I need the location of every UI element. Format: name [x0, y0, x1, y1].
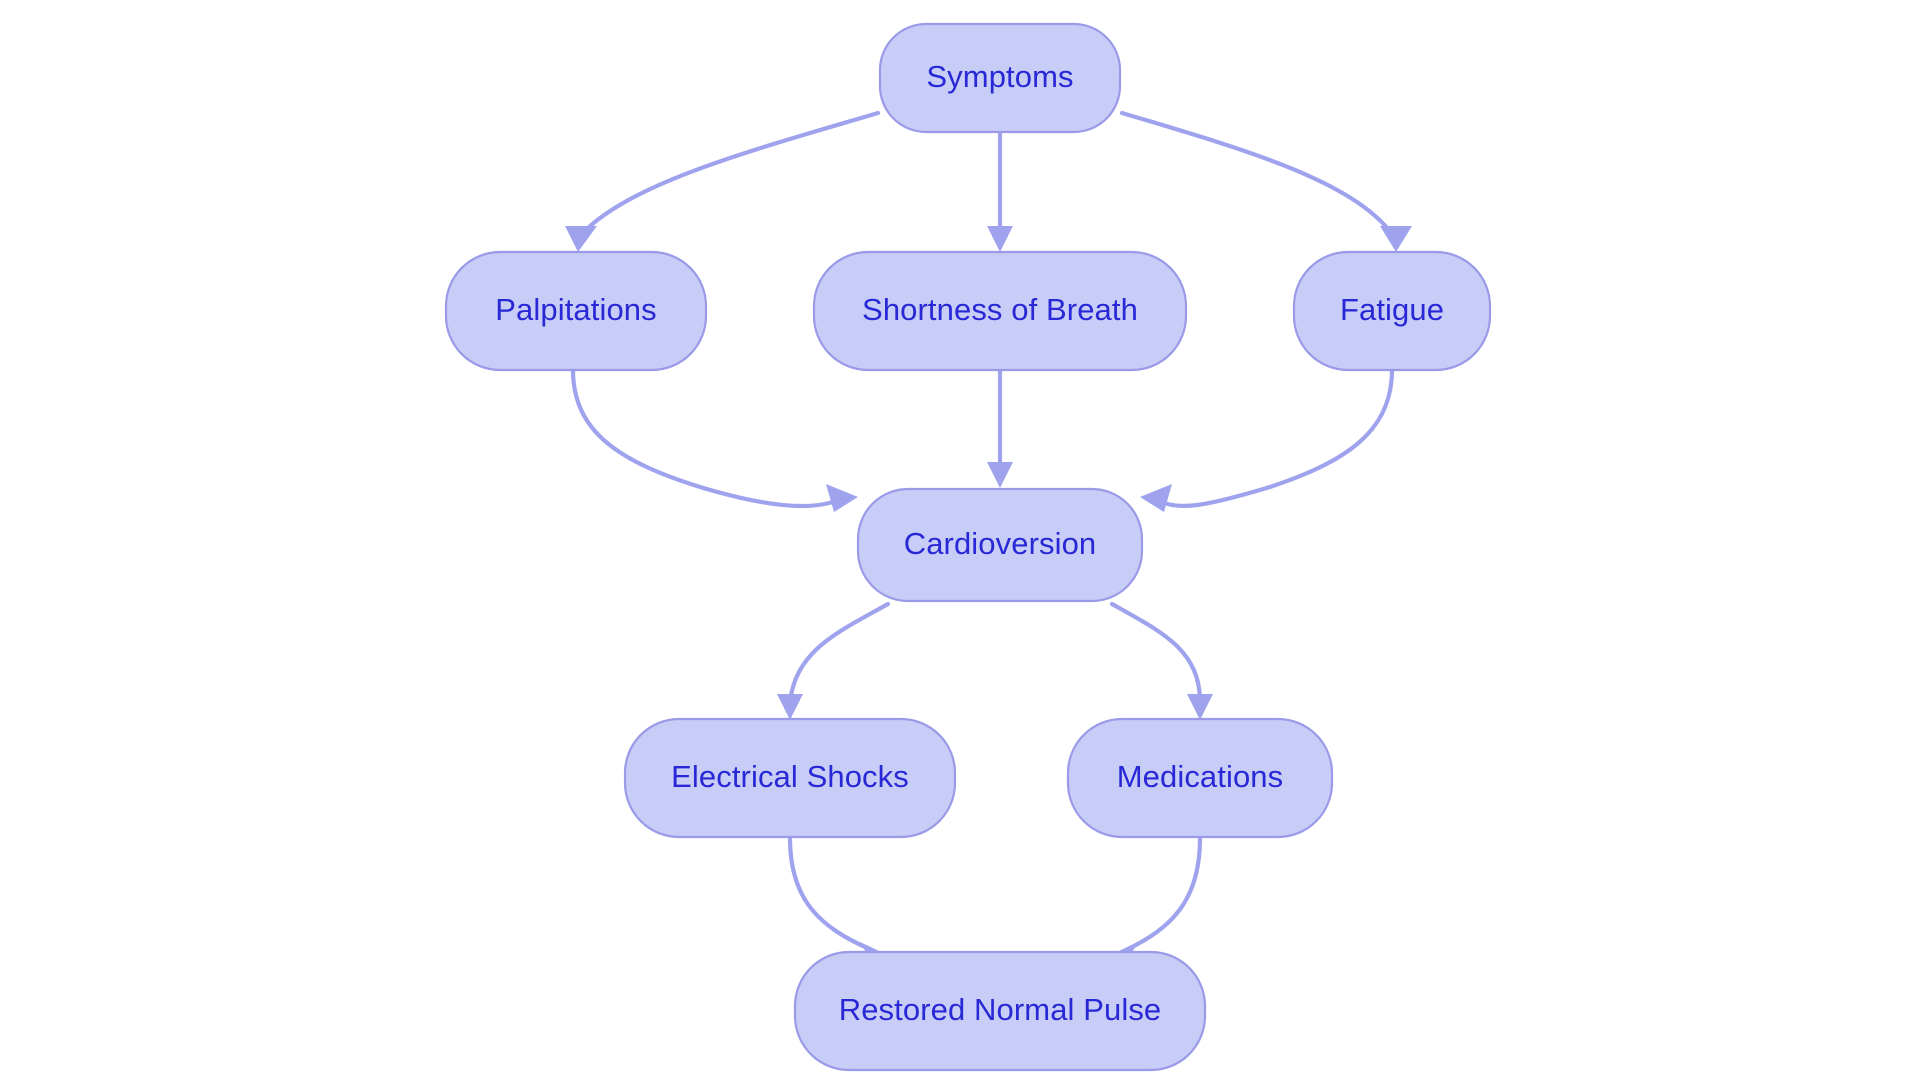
node-electrical-shocks[interactable]: Electrical Shocks — [623, 717, 957, 839]
edge-cardioversion-medications[interactable] — [1109, 601, 1213, 720]
node-fatigue[interactable]: Fatigue — [1292, 250, 1492, 372]
node-shortness-of-breath[interactable]: Shortness of Breath — [812, 250, 1188, 372]
arrowhead-icon — [987, 226, 1013, 252]
edge-path — [1109, 601, 1203, 705]
edge-shortness-cardioversion[interactable] — [987, 367, 1013, 488]
edge-medications-restored[interactable] — [1106, 835, 1203, 970]
node-shape — [856, 487, 1144, 603]
edge-path — [787, 835, 875, 953]
arrowhead-icon — [1380, 226, 1412, 252]
edge-symptoms-shortness[interactable] — [987, 129, 1013, 252]
edge-path — [1155, 367, 1395, 509]
node-shape — [793, 950, 1207, 1072]
edge-symptoms-fatigue[interactable] — [1119, 110, 1412, 252]
node-shape — [1292, 250, 1492, 372]
edge-path — [570, 367, 841, 509]
edge-path — [1123, 835, 1203, 953]
node-shape — [878, 22, 1122, 134]
arrowhead-icon — [826, 484, 858, 512]
edge-path — [1119, 110, 1395, 237]
edge-path — [579, 110, 881, 237]
node-shape — [812, 250, 1188, 372]
edge-fatigue-cardioversion[interactable] — [1140, 367, 1395, 512]
node-medications[interactable]: Medications — [1066, 717, 1334, 839]
edge-cardioversion-shocks[interactable] — [777, 601, 891, 720]
arrowhead-icon — [565, 226, 597, 252]
node-symptoms[interactable]: Symptoms — [878, 22, 1122, 134]
edge-palpitations-cardioversion[interactable] — [570, 367, 858, 512]
node-shape — [623, 717, 957, 839]
node-restored-normal-pulse[interactable]: Restored Normal Pulse — [793, 950, 1207, 1072]
arrowhead-icon — [987, 462, 1013, 488]
node-shape — [1066, 717, 1334, 839]
arrowhead-icon — [777, 694, 803, 720]
node-layer: Symptoms Palpitations Shortness of Breat… — [444, 22, 1492, 1072]
arrowhead-icon — [1140, 484, 1172, 512]
node-shape — [444, 250, 708, 372]
node-palpitations[interactable]: Palpitations — [444, 250, 708, 372]
edge-symptoms-palpitations[interactable] — [565, 110, 881, 252]
node-cardioversion[interactable]: Cardioversion — [856, 487, 1144, 603]
edge-path — [787, 601, 891, 705]
edge-layer — [565, 110, 1412, 970]
edge-shocks-restored[interactable] — [787, 835, 892, 970]
arrowhead-icon — [1187, 694, 1213, 720]
